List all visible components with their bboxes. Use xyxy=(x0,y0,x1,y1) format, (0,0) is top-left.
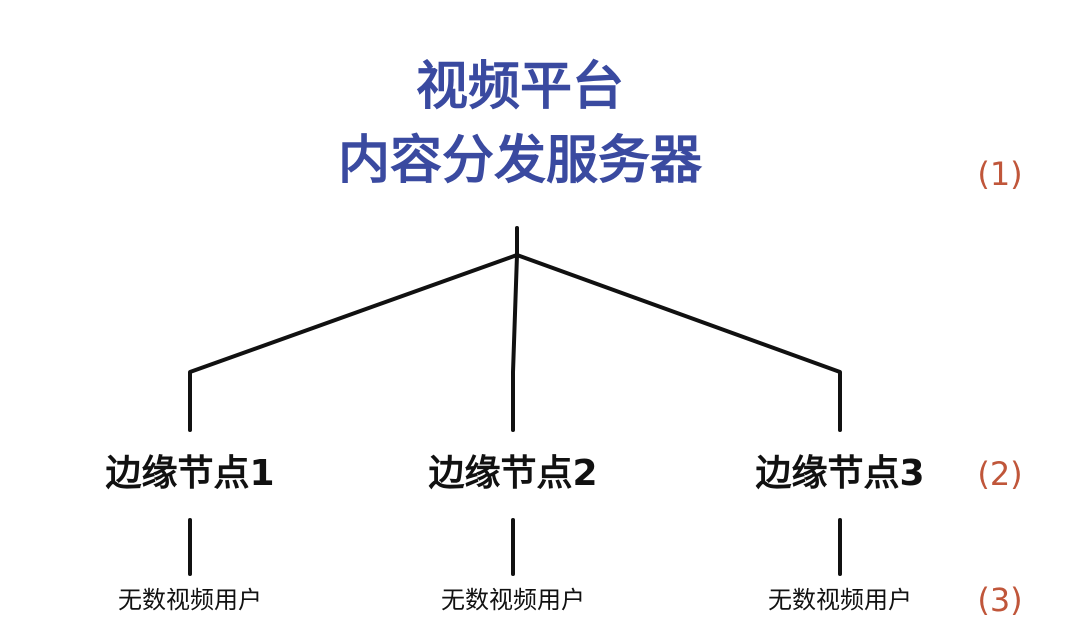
branch-line-1 xyxy=(188,253,519,432)
level-label-2: (2) xyxy=(977,455,1023,493)
server-title-line2: 内容分发服务器 xyxy=(337,131,702,191)
edge-node-3: 边缘节点3 xyxy=(755,453,925,494)
server-title-line1: 视频平台 xyxy=(415,57,624,117)
edge-node-1: 边缘节点1 xyxy=(105,453,275,494)
users-label-2: 无数视频用户 xyxy=(441,586,585,614)
level-label-3: (3) xyxy=(977,581,1023,617)
users-label-1: 无数视频用户 xyxy=(118,586,262,614)
edge-node-2: 边缘节点2 xyxy=(428,453,598,494)
level-label-1: (1) xyxy=(977,155,1023,193)
branch-line-3 xyxy=(515,253,842,432)
users-label-3: 无数视频用户 xyxy=(768,586,912,614)
branch-line-2 xyxy=(511,253,519,432)
server-title: 视频平台 内容分发服务器 xyxy=(0,50,1040,198)
